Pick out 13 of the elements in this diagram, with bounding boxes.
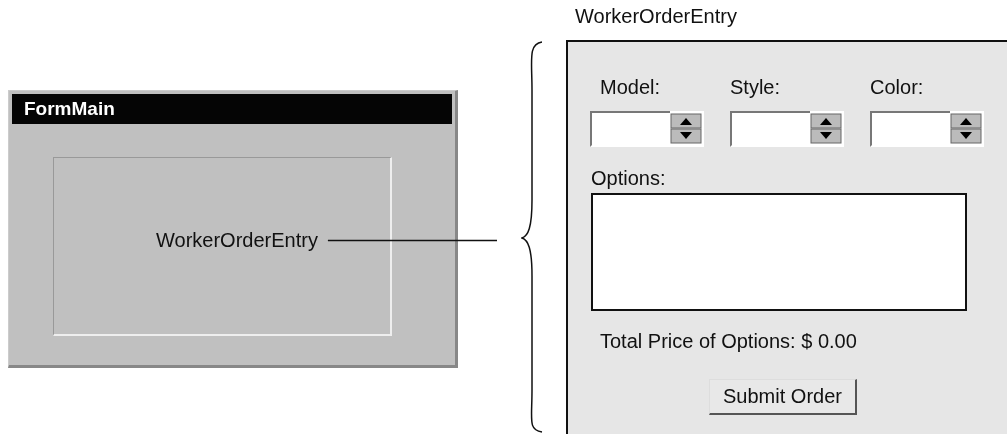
- field-label: Options:: [591, 167, 666, 190]
- field-label: Style:: [730, 76, 781, 99]
- title-bar: FormMain: [12, 94, 452, 124]
- total-price-text: Total Price of Options: $ 0.00: [600, 330, 857, 353]
- leader-line: [327, 239, 498, 242]
- form-heading: WorkerOrderEntry: [575, 5, 737, 28]
- submit-button: Submit Order: [709, 379, 857, 415]
- field-label: Model:: [600, 76, 661, 99]
- window-frame: [8, 90, 458, 368]
- field-label: Color:: [870, 76, 924, 99]
- options-list-box: [591, 193, 967, 311]
- panel-frame: [53, 157, 392, 336]
- panel-name: WorkerOrderEntry: [156, 229, 318, 252]
